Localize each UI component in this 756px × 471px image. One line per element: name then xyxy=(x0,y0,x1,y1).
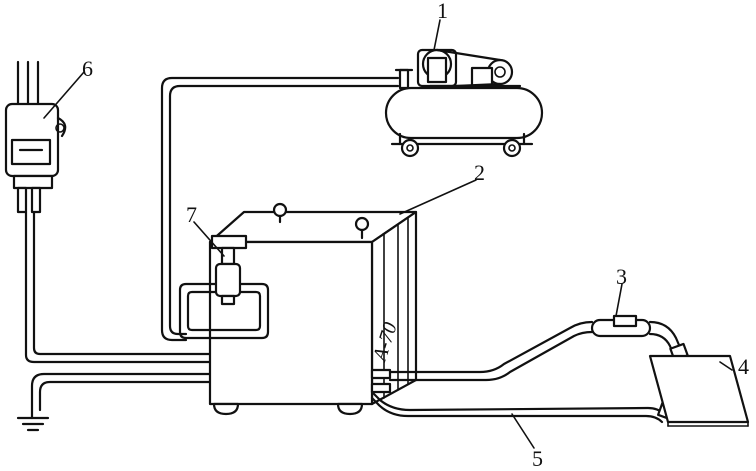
label-1: 1 xyxy=(437,0,448,23)
power-switch-box xyxy=(4,60,67,214)
air-compressor xyxy=(384,48,544,158)
label-5: 5 xyxy=(532,446,543,471)
label-3: 3 xyxy=(616,264,627,289)
torch-cable xyxy=(388,320,594,382)
label-7: 7 xyxy=(186,202,197,227)
air-filter-regulator xyxy=(178,234,270,340)
leader-lines xyxy=(43,19,733,449)
workpiece xyxy=(648,354,750,427)
air-hose xyxy=(160,76,400,342)
label-2: 2 xyxy=(474,160,485,185)
work-cable xyxy=(370,390,680,424)
cutting-torch xyxy=(590,314,689,362)
label-4: 4 xyxy=(738,354,749,379)
ground-line xyxy=(30,372,212,420)
label-6: 6 xyxy=(82,56,93,81)
power-cable xyxy=(24,210,212,364)
ground-symbol-icon xyxy=(16,416,50,432)
